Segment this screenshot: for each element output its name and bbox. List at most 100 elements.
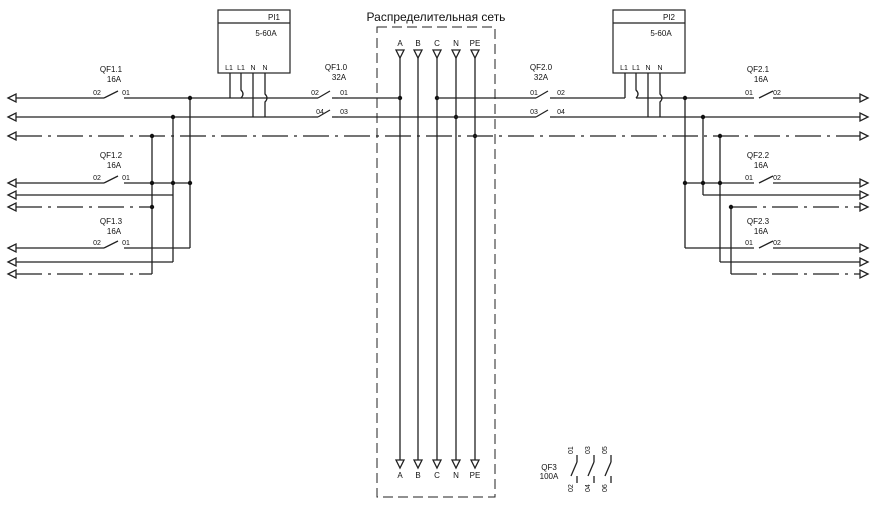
arrow-right-icon [859, 189, 870, 201]
terminal-label: 04 [557, 109, 565, 116]
bus-label-top-c: C [434, 39, 440, 48]
terminal-label: 06 [602, 484, 609, 492]
terminal-label: L1 [632, 65, 640, 72]
switch-blade [317, 90, 331, 99]
switch-blade [604, 461, 612, 477]
terminal-label: 01 [530, 90, 538, 97]
arrow-left-icon [6, 111, 17, 123]
breaker-rating: 16A [754, 227, 769, 236]
switch-blade [758, 240, 774, 249]
breaker-rating: 16A [107, 227, 122, 236]
bus-arrow-top-n [450, 49, 462, 60]
terminal-label: 01 [568, 446, 575, 454]
arrow-left-icon [6, 177, 17, 189]
bus-label-top-n: N [453, 39, 459, 48]
junction-dot [682, 95, 688, 101]
meter-box [217, 9, 291, 74]
terminal-label: 04 [316, 109, 324, 116]
terminal-label: 03 [585, 446, 592, 454]
terminal-label: 02 [773, 175, 781, 182]
right-distribution: QF2.1 16A 01 02 QF2.2 16A 01 02 QF2.3 16… [636, 65, 870, 280]
terminal-label: N [262, 65, 267, 72]
junction-dot [170, 180, 176, 186]
breaker-qf1-0: QF1.0 32A 02 01 04 03 [311, 63, 348, 118]
breaker-name: QF3 [541, 463, 557, 472]
lead-l1-out [240, 73, 244, 99]
terminal-label: 01 [745, 175, 753, 182]
terminal-label: 01 [122, 175, 130, 182]
meter-pi2: PI2 5-60A L1 L1 N N [612, 9, 686, 117]
switch-blade [317, 109, 331, 118]
lead-n-out [659, 73, 663, 117]
breaker-rating: 100A [540, 472, 559, 481]
terminal-label: 02 [93, 90, 101, 97]
network-title: Распределительная сеть [367, 10, 506, 24]
distribution-network: Распределительная сеть A B C N PE A B C … [367, 10, 506, 498]
breaker-rating: 32A [332, 73, 347, 82]
bus-label-bottom-b: B [415, 471, 420, 480]
terminal-label: 02 [557, 90, 565, 97]
breaker-rating: 32A [534, 73, 549, 82]
arrow-left-icon [6, 242, 17, 254]
junction-dot [700, 180, 706, 186]
terminal-label: 02 [93, 175, 101, 182]
breaker-rating: 16A [754, 161, 769, 170]
terminal-label: 03 [530, 109, 538, 116]
bus-arrow-top-pe [469, 49, 481, 60]
junction-dot [149, 204, 155, 210]
terminal-label: L1 [225, 65, 233, 72]
arrow-left-icon [6, 201, 17, 213]
breaker-qf2-0: QF2.0 32A 01 02 03 04 [530, 63, 565, 118]
breaker-name: QF1.1 [100, 65, 123, 74]
terminal-label: 02 [773, 240, 781, 247]
switch-blade [535, 90, 549, 99]
bus-arrow-bottom-c [431, 459, 443, 470]
meter-pi1: PI1 5-60A L1 L1 N N [217, 9, 291, 117]
arrow-right-icon [859, 201, 870, 213]
terminal-label: 02 [311, 90, 319, 97]
bus-label-top-pe: PE [470, 39, 481, 48]
breaker-name: QF2.3 [747, 217, 770, 226]
switch-blade [758, 175, 774, 184]
arrow-right-icon [859, 268, 870, 280]
junction-dot [717, 180, 723, 186]
breaker-name: QF2.2 [747, 151, 770, 160]
junction-dot [717, 133, 723, 139]
junction-dot [149, 180, 155, 186]
arrow-left-icon [6, 189, 17, 201]
breaker-rating: 16A [754, 75, 769, 84]
terminal-label: 01 [122, 90, 130, 97]
meter-box [612, 9, 686, 74]
terminal-label: L1 [237, 65, 245, 72]
arrow-right-icon [859, 130, 870, 142]
bus-arrow-bottom-b [412, 459, 424, 470]
switch-blade [535, 109, 549, 118]
network-frame [376, 26, 496, 498]
breaker-rating: 16A [107, 75, 122, 84]
lead-l1-out [635, 73, 639, 99]
switch-blade [103, 240, 119, 249]
arrow-right-icon [859, 111, 870, 123]
junction-dot [187, 180, 193, 186]
bus-arrow-bottom-a [394, 459, 406, 470]
terminal-label: 01 [745, 90, 753, 97]
left-distribution: QF1.1 16A 02 01 QF1.2 16A 02 01 QF1.3 16… [6, 65, 265, 280]
arrow-left-icon [6, 256, 17, 268]
bus-arrow-top-b [412, 49, 424, 60]
arrow-left-icon [6, 268, 17, 280]
junction-dot [170, 114, 176, 120]
terminal-label: 01 [340, 90, 348, 97]
terminal-label: 03 [340, 109, 348, 116]
arrow-right-icon [859, 242, 870, 254]
switch-blade [103, 175, 119, 184]
switch-blade [103, 90, 119, 99]
bus-arrow-bottom-pe [469, 459, 481, 470]
bus-label-bottom-pe: PE [470, 471, 481, 480]
bus-arrow-bottom-n [450, 459, 462, 470]
arrow-right-icon [859, 256, 870, 268]
terminal-label: 02 [93, 240, 101, 247]
breaker-qf3: QF3 100A 01 03 05 02 04 06 [540, 446, 612, 492]
terminal-label: N [645, 65, 650, 72]
switch-blade [758, 90, 774, 99]
